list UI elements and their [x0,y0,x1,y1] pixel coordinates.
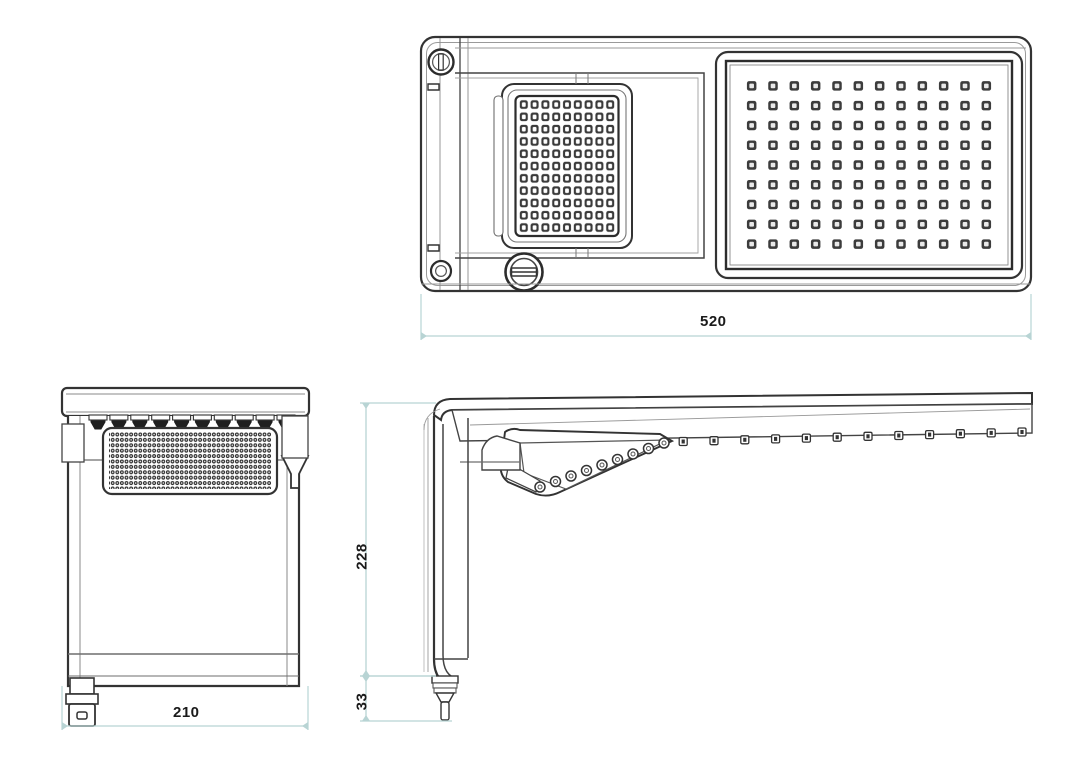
side-vertical-arm-inner [442,424,459,680]
front-right-block [281,415,309,459]
large-nozzle-grid [737,72,1001,258]
dim-228-arrow-top [362,403,370,409]
side-inlet-connector [431,675,459,721]
front-nozzle-grid [109,432,271,489]
small-nozzle-grid [518,99,616,233]
front-view [60,386,311,727]
dim-210-arrow-right [302,722,308,730]
dimension-228 [360,402,436,677]
dimension-33 [360,675,452,722]
top-view [419,35,1033,293]
water-inlet [504,252,544,292]
side-arm-back [423,408,441,431]
screw-tab-lower [427,244,440,252]
dimension-210 [61,686,309,730]
dim-33-arrow-top [362,676,370,682]
dimension-228-label: 228 [353,543,371,570]
dimension-210-label: 210 [173,704,200,721]
cradle-tab-left [493,95,504,237]
screw-tab-upper [427,83,440,91]
dimension-520-label: 520 [700,313,727,330]
top-view-inner-offset [426,42,1026,286]
dim-228-arrow-bottom [362,670,370,676]
dim-210-arrow-left [62,722,68,730]
dim-520-arrow-left [421,332,427,340]
front-left-block [61,423,85,463]
side-cradle-bracket [481,435,521,471]
front-bottom-connector [65,677,99,727]
dim-33-arrow-bottom [362,715,370,721]
side-view [423,391,1033,721]
side-spray-bar-inner-line [469,408,1031,426]
side-vertical-arm [432,416,457,689]
dimension-33-label: 33 [353,692,371,711]
top-view-cradle-frame [455,72,705,259]
corner-screw [427,48,455,76]
small-port [429,259,453,283]
handshower-nozzles [534,437,670,493]
dim-520-arrow-right [1025,332,1031,340]
dimension-520 [420,294,1032,340]
